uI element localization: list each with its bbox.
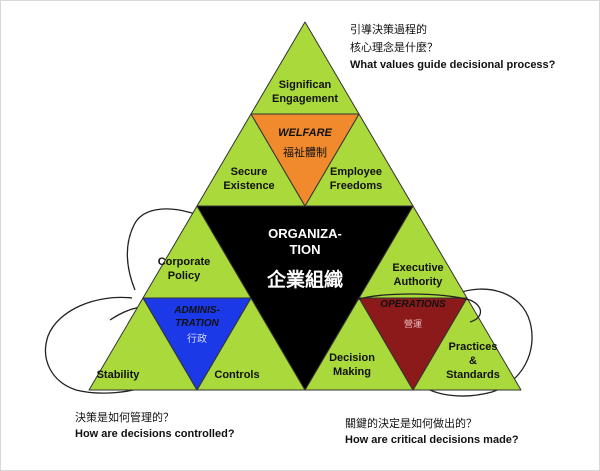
triangle-operations [358, 297, 468, 391]
label-administration-line1: ADMINIS- [173, 305, 220, 316]
label-organization-zh: 企業組織 [266, 268, 343, 291]
label-operations-zh: 營運 [404, 318, 422, 330]
label-controls: Controls [214, 369, 259, 381]
label-top-line1: Significan [279, 79, 332, 91]
label-stability: Stability [97, 369, 141, 381]
label-corporate-line2: Policy [168, 270, 201, 282]
label-employee-line1: Employee [330, 166, 382, 178]
label-practices-line1: Practices [449, 341, 498, 353]
caption-bottom-left-zh: 決策是如何管理的？ [75, 410, 174, 424]
caption-top-zh2: 核心理念是什麼？ [350, 40, 438, 54]
label-executive-line2: Authority [394, 276, 444, 288]
scribble-bottom-right [415, 288, 533, 397]
caption-bottom-left-en: How are decisions controlled? [75, 428, 235, 440]
label-employee-line2: Freedoms [330, 180, 383, 192]
caption-top-zh1: 引導決策過程的 [350, 22, 427, 36]
label-administration-line2: TRATION [175, 318, 219, 329]
label-welfare-zh: 福祉體制 [283, 145, 327, 159]
label-decision-line2: Making [333, 366, 371, 378]
label-operations: OPERATIONS [380, 299, 446, 310]
label-secure-line2: Existence [223, 180, 274, 192]
label-administration-zh: 行政 [187, 332, 207, 345]
scribble-over-operations [355, 293, 482, 323]
caption-bottom-right-zh: 關鍵的決定是如何做出的？ [345, 416, 477, 430]
label-practices-line2: & [469, 355, 477, 367]
scribble-bottom-left [44, 296, 153, 394]
label-welfare: WELFARE [278, 127, 332, 139]
label-organization-line2: TION [289, 242, 320, 257]
caption-top-en: What values guide decisional process? [350, 59, 556, 71]
label-corporate-line1: Corporate [158, 256, 211, 268]
triangle-administration [142, 297, 252, 391]
label-top-line2: Engagement [272, 93, 338, 105]
label-organization-line1: ORGANIZA- [268, 226, 342, 241]
label-executive-line1: Executive [392, 262, 443, 274]
label-secure-line1: Secure [231, 166, 268, 178]
label-decision-line1: Decision [329, 352, 375, 364]
label-practices-line3: Standards [446, 369, 500, 381]
triangle-welfare [250, 113, 360, 207]
caption-bottom-right-en: How are critical decisions made? [345, 434, 519, 446]
